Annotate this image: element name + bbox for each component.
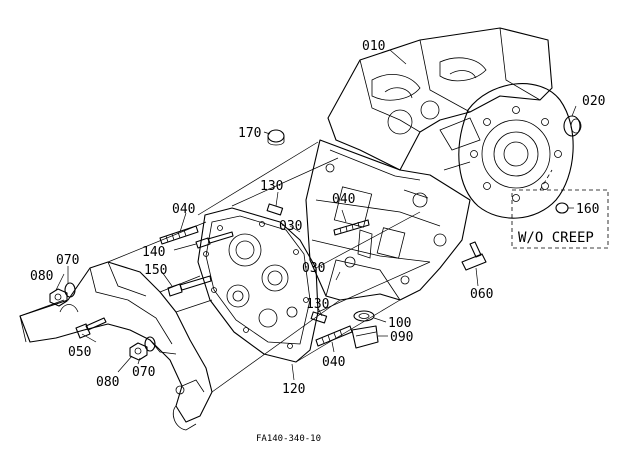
- label-080-upper: 080: [30, 269, 53, 284]
- projection-lines: [19, 141, 431, 393]
- label-160: 160: [576, 202, 599, 217]
- label-020: 020: [582, 94, 605, 109]
- leader-lines: [55, 49, 577, 381]
- label-040-upper: 040: [172, 202, 195, 217]
- variant-box-label: W/O CREEP: [518, 230, 594, 246]
- oil-seal-100: [353, 310, 375, 322]
- plug-090: [351, 325, 379, 349]
- label-050: 050: [68, 345, 91, 360]
- bolt-140: [195, 231, 234, 249]
- bolt-060: [461, 241, 487, 271]
- nut-080-upper: [49, 288, 68, 307]
- label-070-upper: 070: [56, 253, 79, 268]
- plug-160: [555, 202, 569, 214]
- label-130-lower: 130: [306, 297, 329, 312]
- label-010: 010: [362, 39, 385, 54]
- label-170: 170: [238, 126, 261, 141]
- label-080-lower: 080: [96, 375, 119, 390]
- label-030-lower: 030: [302, 261, 325, 276]
- bolt-040-upper: [159, 225, 199, 245]
- label-040-mid: 040: [332, 192, 355, 207]
- label-140: 140: [142, 245, 165, 260]
- bolt-050: [75, 317, 107, 339]
- label-090: 090: [390, 330, 413, 345]
- label-120: 120: [282, 382, 305, 397]
- label-040-lower: 040: [322, 355, 345, 370]
- washer-070-upper: [64, 282, 76, 298]
- front-bracket: [19, 261, 213, 431]
- transmission-case: [305, 27, 574, 301]
- stud-040-lower: [315, 325, 353, 347]
- label-150: 150: [144, 263, 167, 278]
- label-030-upper: 030: [279, 219, 302, 234]
- part-labels: 010 020 030 030 040 040 040 050 060 070 …: [30, 39, 605, 397]
- washer-070-lower: [144, 336, 156, 352]
- label-130-upper: 130: [260, 179, 283, 194]
- label-070-lower: 070: [132, 365, 155, 380]
- label-100: 100: [388, 316, 411, 331]
- nut-080-lower: [129, 342, 148, 361]
- variant-box: W/O CREEP: [511, 169, 609, 249]
- front-housing-plate: [197, 207, 319, 363]
- label-060: 060: [470, 287, 493, 302]
- figure-code: FA140-340-10: [256, 434, 321, 444]
- stud-040-mid: [333, 219, 370, 236]
- cap-170: [267, 129, 285, 146]
